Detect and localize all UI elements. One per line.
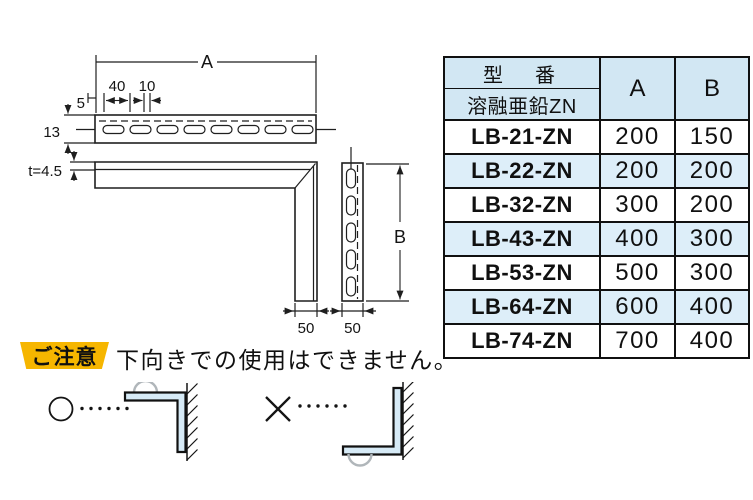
dim-50-front-label: 50 <box>298 320 315 337</box>
dim-a-cell: 400 <box>599 221 676 257</box>
spec-table: 型 番 A B 溶融亜鉛ZN LB-21-ZN 200 150 LB-22-ZN… <box>443 56 750 359</box>
table-row: LB-43-ZN 400 300 <box>443 221 750 257</box>
usage-ng-diagram <box>265 382 414 467</box>
slot-holes-top <box>102 124 314 135</box>
top-view-slotted-bar <box>76 114 336 144</box>
ng-wall <box>402 382 414 460</box>
table-row: LB-74-ZN 700 400 <box>443 323 750 359</box>
table-row: LB-53-ZN 500 300 <box>443 255 750 291</box>
dimension-13: 13 <box>43 104 95 154</box>
caution-text: 下向きでの使用はできません。 <box>116 347 459 373</box>
ng-dotted-line <box>298 404 347 408</box>
dimension-50-front: 50 <box>283 303 329 337</box>
usage-orientation-diagrams <box>48 382 414 467</box>
model-cell: LB-74-ZN <box>443 323 601 359</box>
dim-b-label: B <box>394 227 406 247</box>
dimension-B: B <box>366 163 409 302</box>
side-view-slotted-arm <box>341 147 364 302</box>
model-cell: LB-32-ZN <box>443 187 601 223</box>
dim-a-cell: 200 <box>599 153 676 189</box>
front-view-l-bracket <box>94 161 318 302</box>
table-header-row-2: 溶融亜鉛ZN <box>443 88 749 121</box>
dim-a-label: A <box>201 52 213 72</box>
table-header-row-1: 型 番 A B <box>443 56 750 121</box>
col-a-header: A <box>599 56 676 121</box>
finish-header: 溶融亜鉛ZN <box>443 88 601 121</box>
dim-b-cell: 400 <box>674 323 750 359</box>
circle-icon <box>48 396 74 422</box>
ok-dotted-line <box>80 406 129 411</box>
ng-bracket-shape <box>341 386 403 456</box>
dimension-10: 10 <box>133 78 161 112</box>
ok-wall <box>186 383 198 461</box>
model-cell: LB-64-ZN <box>443 289 601 325</box>
dimension-thickness: t=4.5 <box>28 151 95 181</box>
dim-5-label: 5 <box>77 95 85 112</box>
dim-b-cell: 150 <box>674 119 750 155</box>
table-row: LB-22-ZN 200 200 <box>443 153 750 189</box>
dim-b-cell: 200 <box>674 187 750 223</box>
dim-b-cell: 200 <box>674 153 750 189</box>
hanging-ring-icon <box>347 453 373 467</box>
dimension-5: 5 <box>77 93 96 112</box>
dimension-50-side: 50 <box>330 303 376 337</box>
dim-b-cell: 300 <box>674 255 750 291</box>
table-row: LB-21-ZN 200 150 <box>443 119 750 155</box>
dim-b-cell: 300 <box>674 221 750 257</box>
model-cell: LB-21-ZN <box>443 119 601 155</box>
ok-bracket-shape <box>123 391 187 454</box>
model-cell: LB-43-ZN <box>443 221 601 257</box>
model-header: 型 番 <box>443 56 601 89</box>
dim-a-cell: 300 <box>599 187 676 223</box>
dim-t-label: t=4.5 <box>28 163 62 180</box>
dim-a-cell: 500 <box>599 255 676 291</box>
dimension-40: 40 <box>103 78 131 112</box>
caution-badge-label: ご注意 <box>31 345 98 369</box>
model-cell: LB-53-ZN <box>443 255 601 291</box>
usage-ok-diagram <box>48 382 198 461</box>
col-b-header: B <box>674 56 750 121</box>
table-row: LB-32-ZN 300 200 <box>443 187 750 223</box>
caution-badge: ご注意 <box>20 342 109 369</box>
dim-50-side-label: 50 <box>344 320 361 337</box>
model-cell: LB-22-ZN <box>443 153 601 189</box>
dim-a-cell: 700 <box>599 323 676 359</box>
slot-holes-side <box>345 168 357 297</box>
dim-13-label: 13 <box>43 124 60 141</box>
dim-40-label: 40 <box>109 78 126 95</box>
dim-a-cell: 200 <box>599 119 676 155</box>
dim-b-cell: 400 <box>674 289 750 325</box>
dimension-A: A <box>95 52 317 113</box>
cross-icon <box>265 396 291 422</box>
hanging-ring-icon <box>132 382 159 393</box>
dim-10-label: 10 <box>139 78 156 95</box>
table-row: LB-64-ZN 600 400 <box>443 289 750 325</box>
dim-a-cell: 600 <box>599 289 676 325</box>
bracket-technical-drawing: A 40 10 5 13 <box>28 52 409 337</box>
